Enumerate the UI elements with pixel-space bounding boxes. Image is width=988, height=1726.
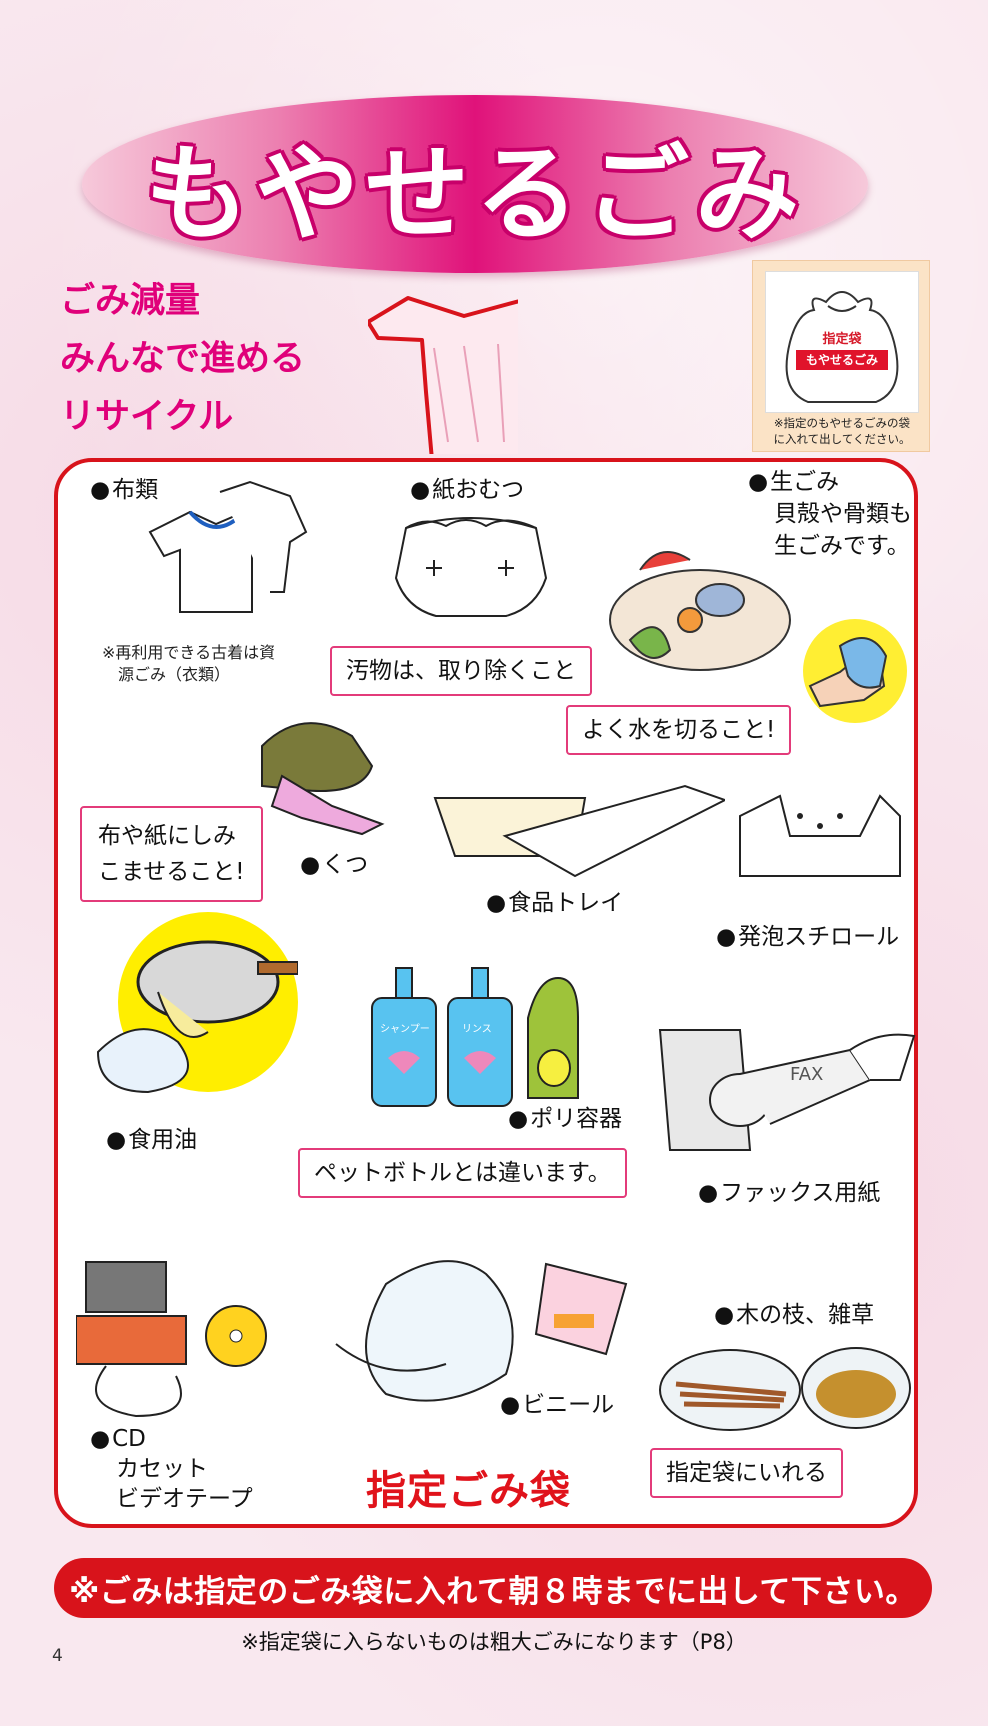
fax-text: FAX xyxy=(790,1064,823,1085)
diaper-icon xyxy=(394,517,548,617)
bag-neck-icon xyxy=(368,296,518,454)
garbage-label-group: 生ごみ 貝殻や骨類も 生ごみです。 xyxy=(748,466,912,562)
soak-callout: 布や紙にしみ こませること! xyxy=(80,806,263,902)
food-tray-label: 食品トレイ xyxy=(486,888,623,918)
garbage-line-3: 生ごみです。 xyxy=(774,533,910,559)
shoes-label: くつ xyxy=(300,850,368,880)
designated-bag-card: 指定袋 もやせるごみ ※指定のもやせるごみの袋 に入れて出してください。 xyxy=(752,260,930,452)
poly-container-label: ポリ容器 xyxy=(508,1104,622,1134)
page-title: もやせるごみ xyxy=(144,132,805,255)
branches-label: 木の枝、雑草 xyxy=(714,1300,874,1330)
fax-paper-label: ファックス用紙 xyxy=(698,1178,880,1208)
into-bag-callout: 指定袋にいれる xyxy=(650,1448,843,1498)
garbage-line-2: 貝殻や骨類も xyxy=(774,501,912,527)
shampoo-text: シャンプー xyxy=(380,1023,430,1035)
slogan-line-2: みんなで進める xyxy=(60,339,306,379)
cloth-note-line-1: ※再利用できる古着は資 xyxy=(102,643,276,662)
bag-top-text: 指定袋 xyxy=(822,332,862,347)
media-icon xyxy=(76,1261,267,1418)
bag-note-line-2: に入れて出してください。 xyxy=(773,432,911,446)
bag-note: ※指定のもやせるごみの袋 に入れて出してください。 xyxy=(757,415,927,447)
title-banner xyxy=(82,95,868,273)
slogan-line-3: リサイクル xyxy=(60,397,234,437)
shoes-icon xyxy=(261,722,385,836)
branches-bag-icon xyxy=(659,1347,911,1431)
soak-line-2: こませること! xyxy=(98,859,245,885)
food-tray-icon xyxy=(433,784,725,878)
soak-line-1: 布や紙にしみ xyxy=(98,823,236,849)
fax-paper-icon: FAX xyxy=(658,1029,916,1151)
media-label-group: CD カセット ビデオテープ xyxy=(90,1424,253,1514)
hand-squeezing-icon xyxy=(803,619,907,723)
slogan-line-1: ごみ減量 xyxy=(60,281,201,321)
footer-banner: ※ごみは指定のごみ袋に入れて朝８時までに出して下さい。 xyxy=(54,1558,932,1618)
cooking-oil-label: 食用油 xyxy=(106,1125,197,1155)
garbage-label: 生ごみ xyxy=(748,466,912,498)
not-pet-callout: ペットボトルとは違います。 xyxy=(298,1148,627,1198)
page-number: 4 xyxy=(52,1646,63,1666)
garbage-bag-icon xyxy=(785,291,899,403)
remove-waste-callout: 汚物は、取り除くこと xyxy=(330,646,592,696)
diaper-label: 紙おむつ xyxy=(410,475,524,505)
clothes-icon xyxy=(148,480,308,613)
vinyl-label: ビニール xyxy=(500,1390,614,1420)
media-line-3: ビデオテープ xyxy=(116,1486,253,1512)
bag-label: もやせるごみ xyxy=(796,350,888,370)
designated-bag-heading: 指定ごみ袋 xyxy=(366,1468,571,1514)
rinse-text: リンス xyxy=(462,1024,492,1035)
bag-note-line-1: ※指定のもやせるごみの袋 xyxy=(773,416,911,430)
bag-illustration-box: 指定袋 もやせるごみ xyxy=(765,271,919,413)
styrofoam-label: 発泡スチロール xyxy=(716,922,899,952)
styrofoam-icon xyxy=(739,794,901,877)
footer-note: ※指定袋に入らないものは粗大ごみになります（P8） xyxy=(241,1630,747,1654)
food-waste-icon xyxy=(609,551,791,671)
media-label: CD xyxy=(90,1424,253,1454)
poly-bottles-icon: シャンプー リンス xyxy=(371,967,579,1107)
vinyl-icon xyxy=(335,1260,628,1402)
cloth-note-line-2: 源ごみ（衣類） xyxy=(118,665,231,684)
slogan: ごみ減量 みんなで進める リサイクル xyxy=(60,272,305,446)
cooking-oil-icon xyxy=(96,912,298,1094)
cloth-note: ※再利用できる古着は資 源ごみ（衣類） xyxy=(102,642,275,686)
cloth-label: 布類 xyxy=(90,475,158,505)
media-line-2: カセット xyxy=(116,1456,208,1482)
drain-water-callout: よく水を切ること! xyxy=(566,705,792,755)
